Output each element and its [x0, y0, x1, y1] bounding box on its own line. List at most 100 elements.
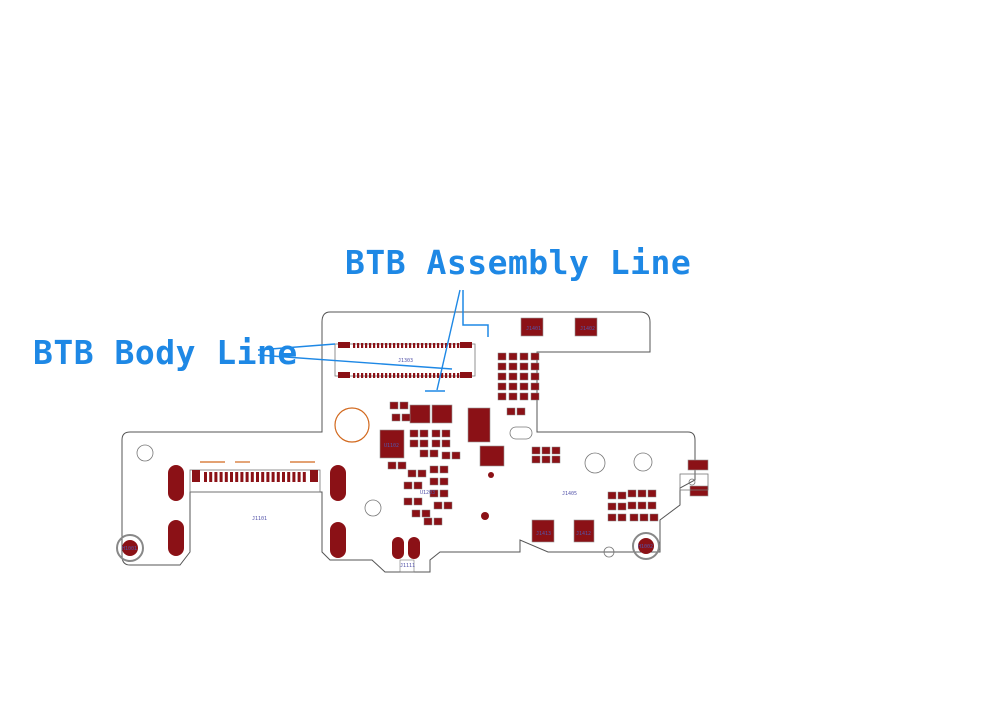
small-pad — [429, 489, 439, 498]
btb-pin — [413, 373, 416, 378]
btb-pin — [377, 373, 380, 378]
main-pin — [282, 472, 285, 482]
small-pad — [419, 449, 429, 458]
small-pad — [433, 501, 443, 510]
btb-pin — [421, 343, 424, 348]
square-pads — [379, 317, 709, 543]
small-pad — [639, 513, 649, 522]
small-pad — [409, 429, 419, 438]
main-pin — [224, 472, 228, 482]
small-pad — [421, 509, 431, 518]
right-connector-outline — [679, 473, 709, 491]
main-pin — [297, 472, 301, 482]
btb-pin — [373, 343, 376, 348]
small-pad — [409, 439, 419, 448]
btb-pin — [389, 343, 392, 348]
testpoint — [488, 472, 494, 478]
main-connector-pins — [192, 470, 318, 482]
designator-mid-2: J1412 — [576, 531, 591, 537]
assembly-line-marks — [425, 290, 489, 392]
btb-pin — [449, 343, 452, 348]
small-pad — [627, 489, 637, 498]
small-pad — [551, 446, 561, 455]
small-pad — [399, 401, 409, 410]
btb-pin — [377, 343, 380, 348]
screw-hole-left — [116, 534, 144, 562]
small-pad — [541, 446, 551, 455]
btb-pin — [457, 343, 460, 348]
btb-pin — [365, 373, 368, 378]
btb-pin — [425, 343, 428, 348]
btb-pin — [429, 343, 432, 348]
small-pad — [607, 502, 617, 511]
btb-pin — [437, 343, 440, 348]
small-pad — [441, 439, 451, 448]
small-pad — [397, 461, 407, 470]
main-pin — [204, 472, 207, 482]
btb-pin — [365, 343, 368, 348]
btb-pin — [369, 343, 372, 348]
hole — [603, 546, 615, 558]
btb-body-line-label: BTB Body Line — [33, 333, 298, 372]
small-pad — [401, 413, 411, 422]
btb-pin — [393, 373, 396, 378]
small-pad — [387, 461, 397, 470]
small-pad — [389, 401, 399, 410]
btb-pin — [425, 373, 428, 378]
small-pad — [417, 469, 427, 478]
main-pin — [219, 472, 223, 482]
btb-pin — [449, 373, 452, 378]
hole — [633, 452, 653, 472]
small-pad — [433, 517, 443, 526]
designator-screw-right: H1002 — [638, 544, 653, 550]
btb-pin — [357, 343, 360, 348]
main-pin — [287, 472, 291, 482]
main-pin — [276, 472, 280, 482]
small-pad — [407, 469, 417, 478]
btb-pin — [357, 373, 360, 378]
small-pad — [403, 497, 413, 506]
btb-pin — [369, 373, 372, 378]
btb-pin — [433, 373, 436, 378]
designator-small: J1111 — [400, 563, 415, 569]
small-pad — [607, 513, 617, 522]
main-connector-outline — [189, 469, 321, 493]
main-pin — [250, 472, 254, 482]
small-pad — [413, 481, 423, 490]
main-pin — [209, 472, 213, 482]
small-pad — [637, 489, 647, 498]
designator-left-ic: U1102 — [384, 443, 399, 449]
designator-main: J1101 — [252, 516, 267, 522]
small-pad — [530, 372, 540, 381]
leader-lines — [257, 289, 461, 391]
small-pad — [519, 362, 529, 371]
small-pad — [423, 517, 433, 526]
small-pad — [607, 491, 617, 500]
btb-pin — [453, 373, 456, 378]
small-pad — [451, 451, 461, 460]
designator-pad-2: J1402 — [580, 326, 595, 332]
btb-pin — [457, 373, 460, 378]
small-pad — [497, 382, 507, 391]
small-pad — [497, 362, 507, 371]
btb-pin — [409, 343, 412, 348]
testpoint — [481, 512, 489, 520]
main-pin — [214, 472, 218, 482]
small-pad — [403, 481, 413, 490]
small-pad — [439, 477, 449, 486]
small-pad — [439, 465, 449, 474]
btb-top-pins — [338, 342, 472, 348]
btb-pin — [361, 373, 364, 378]
main-pin — [261, 472, 265, 482]
small-pad — [519, 372, 529, 381]
small-pad — [431, 429, 441, 438]
main-pin — [310, 470, 318, 482]
main-pin — [245, 472, 249, 482]
screw-pad-left — [122, 540, 138, 556]
small-component-pads — [387, 352, 659, 526]
small-pad — [531, 455, 541, 464]
small-pad — [530, 382, 540, 391]
btb-pin — [353, 343, 356, 348]
screw-hole-right — [632, 532, 660, 560]
